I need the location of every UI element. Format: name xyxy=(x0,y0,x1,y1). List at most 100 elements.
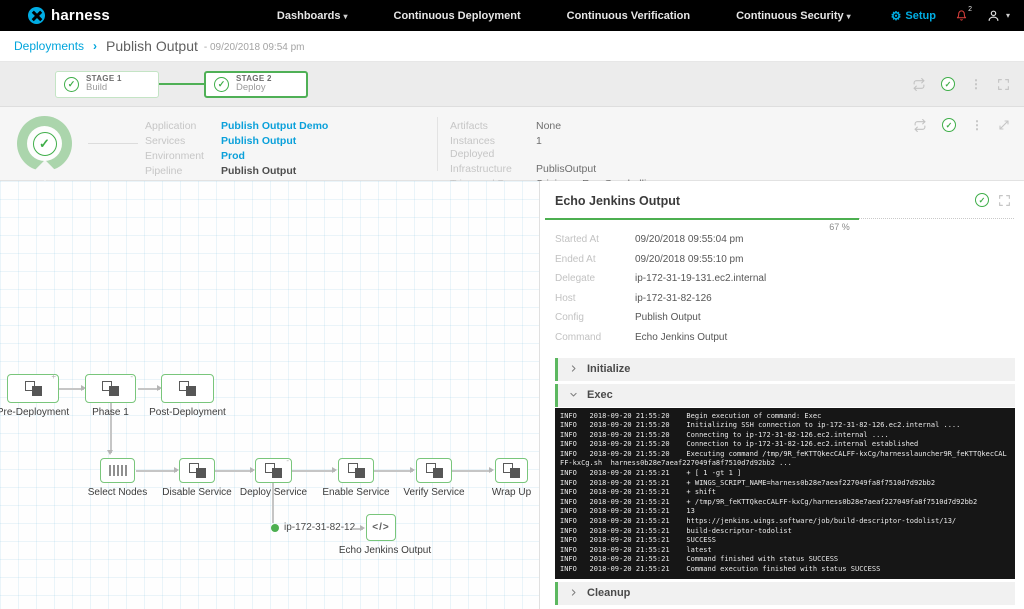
arrow xyxy=(374,467,415,473)
chevron-down-icon: ▾ xyxy=(846,11,851,21)
stage-number: STAGE 1 xyxy=(86,73,122,83)
kebab-icon[interactable]: ⋮ xyxy=(970,77,982,91)
log-terminal[interactable]: INFO 2018-09-20 21:55:20 Begin execution… xyxy=(555,407,1015,579)
setup-button[interactable]: ⚙ Setup xyxy=(891,10,936,22)
summary-divider xyxy=(437,117,438,171)
workflow-node-phase-1[interactable]: - xyxy=(85,372,136,403)
nav-item-continuous-deployment[interactable]: Continuous Deployment xyxy=(393,9,521,22)
workflow-node-echo-jenkins-output[interactable]: </> xyxy=(366,514,396,541)
chevron-right-icon xyxy=(569,360,578,378)
kebab-icon[interactable]: ⋮ xyxy=(971,118,983,132)
summary-toolbar: ✓⋮ xyxy=(913,118,1010,132)
chevron-right-icon xyxy=(569,584,578,602)
step-icon xyxy=(503,463,520,478)
field-value[interactable]: Publish Output Demo xyxy=(221,120,329,132)
workflow-node-wrap-up[interactable] xyxy=(495,458,528,483)
log-line: INFO 2018-09-20 21:55:21 latest xyxy=(560,545,712,554)
connector-line xyxy=(272,483,274,523)
chevron-right-icon: › xyxy=(93,39,98,53)
breadcrumb: Deployments › Publish Output - 09/20/201… xyxy=(0,31,1024,62)
host-label: ip-172-31-82-12... xyxy=(284,522,364,533)
log-line: INFO 2018-09-20 21:55:21 Command executi… xyxy=(560,565,881,573)
section-cleanup: Cleanup xyxy=(555,581,1015,605)
summary-field-pipeline: Pipeline Publish Output xyxy=(145,165,328,178)
chevron-down-icon: ▾ xyxy=(343,11,348,21)
success-icon[interactable]: ✓ xyxy=(942,118,956,132)
node-corner-toggle[interactable]: + xyxy=(51,372,56,381)
stage-name: Deploy xyxy=(236,82,266,94)
step-icon xyxy=(425,463,443,478)
repeat-icon[interactable] xyxy=(912,77,926,91)
breadcrumb-timestamp: - 09/20/2018 09:54 pm xyxy=(203,41,305,53)
log-line: INFO 2018-09-20 21:55:20 Connection to i… xyxy=(560,440,919,449)
field-label: Instances Deployed xyxy=(450,135,495,160)
breadcrumb-deployments-link[interactable]: Deployments xyxy=(14,39,85,53)
breadcrumb-current: Publish Output xyxy=(106,38,198,54)
nav-item-dashboards[interactable]: Dashboards▾ xyxy=(276,9,348,22)
log-line: INFO 2018-09-20 21:55:21 build-descripto… xyxy=(560,526,792,535)
stage-name: Build xyxy=(86,82,108,94)
progress-percent: 67 % xyxy=(829,222,850,232)
user-menu-button[interactable]: ▾ xyxy=(987,9,1010,22)
section-label: Initialize xyxy=(587,363,631,375)
section-header-exec[interactable]: Exec xyxy=(555,383,1015,407)
node-corner-toggle[interactable]: - xyxy=(130,372,133,381)
workflow-node-label: Echo Jenkins Output xyxy=(338,545,432,556)
section-header-initialize[interactable]: Initialize xyxy=(555,357,1015,381)
main-area: ip-172-31-82-12... </> Echo Jenkins Outp… xyxy=(0,181,1024,609)
workflow-diagram: ip-172-31-82-12... </> Echo Jenkins Outp… xyxy=(0,181,540,609)
harness-brand[interactable]: harness xyxy=(28,7,110,24)
field-label: Services xyxy=(145,135,186,147)
panel-title: Echo Jenkins Output xyxy=(555,194,681,208)
success-icon: ✓ xyxy=(64,76,79,92)
section-initialize: Initialize xyxy=(555,357,1015,381)
field-label: Command xyxy=(555,331,602,343)
workflow-node-verify-service[interactable] xyxy=(416,458,452,483)
section-header-cleanup[interactable]: Cleanup xyxy=(555,581,1015,605)
node-corner-toggle[interactable]: - xyxy=(286,456,289,465)
workflow-node-disable-service[interactable] xyxy=(179,458,215,483)
workflow-node-select-nodes[interactable] xyxy=(100,458,135,483)
expand-icon[interactable] xyxy=(998,194,1011,207)
nav-item-continuous-verification[interactable]: Continuous Verification xyxy=(566,9,691,22)
workflow-node-post-deployment[interactable] xyxy=(161,374,214,403)
workflow-node-enable-service[interactable] xyxy=(338,458,374,483)
log-line: INFO 2018-09-20 21:55:21 + shift xyxy=(560,488,716,497)
panel-header: Echo Jenkins Output xyxy=(540,181,1024,208)
success-gauge-icon: ✓ xyxy=(17,116,72,182)
stage-connector-line xyxy=(159,83,204,85)
field-label: Pipeline xyxy=(145,165,183,177)
workflow-node-deploy-service[interactable]: - xyxy=(255,456,292,483)
field-value[interactable]: Prod xyxy=(221,150,245,162)
field-value: Publish Output xyxy=(221,165,297,177)
workflow-node-label: Disable Service xyxy=(162,487,232,498)
step-icon xyxy=(347,463,365,478)
success-icon: ✓ xyxy=(942,118,956,132)
success-icon[interactable]: ✓ xyxy=(941,77,955,91)
top-nav: harness Dashboards▾ Continuous Deployment… xyxy=(0,0,1024,31)
gauge-notch xyxy=(33,159,56,182)
repeat-icon[interactable] xyxy=(913,118,927,132)
step-icon xyxy=(188,463,206,478)
workflow-node-pre-deployment[interactable]: + xyxy=(7,372,59,403)
success-check-icon: ✓ xyxy=(32,131,57,156)
workflow-node-label: Pre-Deployment xyxy=(0,407,70,418)
field-value[interactable]: Publish Output xyxy=(221,135,297,147)
expand-icon[interactable] xyxy=(997,78,1010,91)
collapse-icon[interactable] xyxy=(998,119,1010,131)
notifications-button[interactable]: 2 xyxy=(956,6,972,22)
nav-item-continuous-security[interactable]: Continuous Security▾ xyxy=(736,9,851,22)
field-label: Artifacts xyxy=(450,120,488,132)
workflow-node-label: Post-Deployment xyxy=(149,407,226,418)
log-line: INFO 2018-09-20 21:55:20 Begin execution… xyxy=(560,411,822,420)
success-icon[interactable]: ✓ xyxy=(975,193,989,207)
field-value: None xyxy=(536,120,562,132)
summary-connector-line xyxy=(88,143,138,144)
